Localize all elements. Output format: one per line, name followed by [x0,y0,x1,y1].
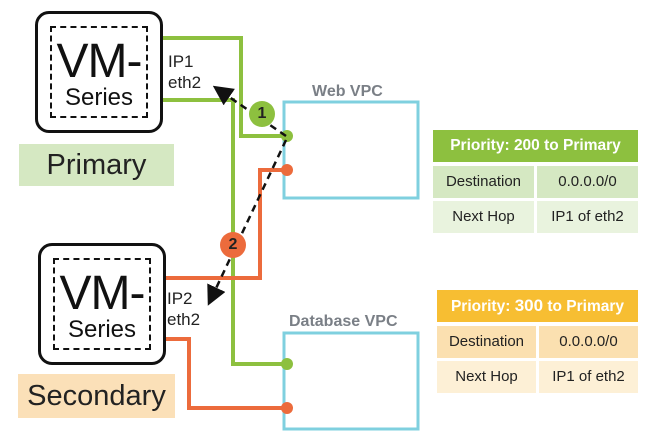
next-hop-key: Next Hop [433,201,534,233]
header-prefix: Priority: [450,137,514,154]
vm-series-subtitle: Series [64,84,134,111]
badge-one: 1 [249,101,275,127]
primary-ip-address: IP1 [168,52,194,71]
secondary-interface: eth2 [167,310,201,329]
route-table-header: Priority: 300 to Primary [437,290,638,322]
header-priority: 200 [513,137,540,154]
header-suffix: to Primary [543,298,625,315]
database-vpc-box [282,331,420,431]
green-link-primary-web [155,36,287,138]
database-vpc-green-dot [281,358,293,370]
route-table-primary-300: Priority: 300 to Primary Destination 0.0… [437,290,638,394]
secondary-label: Secondary [18,374,175,418]
web-vpc-green-dot [281,130,293,142]
next-hop-value: IP1 of eth2 [537,201,638,233]
destination-value: 0.0.0.0/0 [537,166,638,198]
header-prefix: Priority: [450,298,515,315]
primary-ip: IP1 eth2 [168,51,201,93]
web-vpc-orange-dot [281,164,293,176]
secondary-ip: IP2 eth2 [167,288,200,330]
header-priority: 300 [514,296,544,315]
primary-interface: eth2 [168,73,202,92]
vm-series-icon [50,26,148,118]
vm-series-title: VM- [56,35,143,88]
secondary-ip-address: IP2 [167,289,193,308]
route-table-primary-200: Priority: 200 to Primary Destination 0.0… [433,130,638,234]
database-vpc-orange-dot [281,402,293,414]
orange-link-secondary-database [158,337,287,410]
header-suffix: to Primary [539,137,621,154]
destination-value: 0.0.0.0/0 [539,326,638,358]
next-hop-value: IP1 of eth2 [539,361,638,393]
vm-series-icon [53,258,151,350]
web-vpc-label: Web VPC [312,83,383,100]
dashed-arrow-to-secondary [207,139,288,306]
orange-link-secondary-web [158,168,287,280]
route-table-header: Priority: 200 to Primary [433,130,638,162]
destination-key: Destination [433,166,534,198]
vm-series-secondary: VM- Series [38,243,166,365]
web-vpc-box [282,100,420,200]
database-vpc-label: Database VPC [289,313,398,330]
next-hop-key: Next Hop [437,361,536,393]
vm-series-subtitle: Series [67,316,137,343]
vm-series-primary: VM- Series [35,11,163,133]
destination-key: Destination [437,326,536,358]
badge-two: 2 [220,232,246,258]
vm-series-title: VM- [59,267,146,320]
primary-label: Primary [19,144,174,186]
